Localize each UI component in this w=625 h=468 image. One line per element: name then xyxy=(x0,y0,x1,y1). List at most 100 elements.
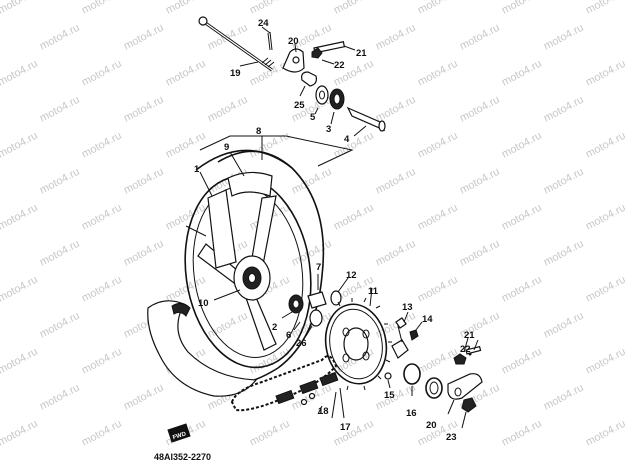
callout-26: 26 xyxy=(296,338,307,349)
watermark-text: moto4.ru xyxy=(80,346,124,377)
drive-chain xyxy=(230,355,338,412)
watermark-text: moto4.ru xyxy=(164,130,208,161)
watermark-text: moto4.ru xyxy=(164,0,208,17)
watermark-text: moto4.ru xyxy=(458,238,502,269)
collar xyxy=(301,71,317,87)
watermark-text: moto4.ru xyxy=(542,382,586,413)
watermark-text: moto4.ru xyxy=(458,22,502,53)
adjust-nut-right xyxy=(453,353,467,365)
callout-5: 5 xyxy=(310,112,316,123)
cotter-pin xyxy=(267,31,273,51)
callout-9: 9 xyxy=(224,142,229,153)
watermark-text: moto4.ru xyxy=(80,0,124,17)
watermark-text: moto4.ru xyxy=(80,58,124,89)
rim-band xyxy=(207,189,237,269)
callout-4: 4 xyxy=(344,134,350,145)
watermark-text: moto4.ru xyxy=(122,94,166,125)
watermark-text: moto4.ru xyxy=(458,166,502,197)
watermark-text: moto4.ru xyxy=(416,202,460,233)
watermark-text: moto4.ru xyxy=(38,94,82,125)
watermark-text: moto4.ru xyxy=(290,166,334,197)
watermark-text: moto4.ru xyxy=(332,418,376,449)
watermark-text: moto4.ru xyxy=(122,166,166,197)
watermark-text: moto4.ru xyxy=(38,166,82,197)
watermark-text: moto4.ru xyxy=(374,166,418,197)
axle-nut xyxy=(461,397,477,413)
callout-labels: 1 2 3 4 5 6 7 8 9 10 11 12 13 14 15 16 1… xyxy=(194,18,475,443)
watermark-text: moto4.ru xyxy=(206,94,250,125)
watermark-text: moto4.ru xyxy=(248,130,292,161)
watermark-text: moto4.ru xyxy=(500,58,544,89)
watermark-text: moto4.ru xyxy=(500,0,544,17)
watermark-text: moto4.ru xyxy=(542,238,586,269)
callout-6: 6 xyxy=(286,330,291,341)
watermark-text: moto4.ru xyxy=(584,0,625,17)
watermark-text: moto4.ru xyxy=(0,0,40,17)
diagram-reference-code: 48AI352-2270 xyxy=(154,452,211,462)
watermark-text: moto4.ru xyxy=(416,130,460,161)
bearing-26 xyxy=(309,309,323,327)
callout-7: 7 xyxy=(316,262,321,273)
callout-3: 3 xyxy=(326,124,331,135)
inner-tube xyxy=(227,171,273,197)
axle-head xyxy=(198,16,208,26)
callout-21: 21 xyxy=(356,48,367,59)
callout-22: 22 xyxy=(334,60,345,71)
fwd-arrow: FWD xyxy=(167,423,191,443)
watermark-text: moto4.ru xyxy=(0,58,40,89)
callout-24: 24 xyxy=(258,18,269,29)
watermark-text: moto4.ru xyxy=(374,94,418,125)
callout-15: 15 xyxy=(384,390,395,401)
watermark-text: moto4.ru xyxy=(332,202,376,233)
watermark-text: moto4.ru xyxy=(584,202,625,233)
callout-2: 2 xyxy=(272,322,277,333)
watermark-text: moto4.ru xyxy=(500,202,544,233)
rear-sprocket xyxy=(324,303,388,385)
watermark-text: moto4.ru xyxy=(0,346,40,377)
watermark-text: moto4.ru xyxy=(122,382,166,413)
sprocket-bolt xyxy=(395,317,407,329)
callout-22b: 22 xyxy=(460,344,471,355)
watermark-text: moto4.ru xyxy=(164,58,208,89)
watermark-text: moto4.ru xyxy=(500,346,544,377)
watermark-text: moto4.ru xyxy=(122,22,166,53)
watermark-text: moto4.ru xyxy=(542,94,586,125)
watermark-text: moto4.ru xyxy=(416,274,460,305)
watermark-text: moto4.ru xyxy=(80,130,124,161)
watermark-text: moto4.ru xyxy=(584,274,625,305)
watermark-text: moto4.ru xyxy=(584,418,625,449)
watermark-text: moto4.ru xyxy=(416,346,460,377)
watermark-text: moto4.ru xyxy=(38,310,82,341)
axle-assembly xyxy=(198,16,386,137)
watermark-text: moto4.ru xyxy=(0,130,40,161)
watermark-text: moto4.ru xyxy=(206,310,250,341)
watermark-text: moto4.ru xyxy=(374,22,418,53)
oil-seal xyxy=(315,85,329,105)
callout-25: 25 xyxy=(294,100,305,111)
master-link xyxy=(275,371,339,406)
watermark-text: moto4.ru xyxy=(38,382,82,413)
watermark-text: moto4.ru xyxy=(0,274,40,305)
callout-19: 19 xyxy=(230,68,241,79)
watermark-text: moto4.ru xyxy=(122,238,166,269)
callout-17: 17 xyxy=(340,422,351,433)
callout-10: 10 xyxy=(198,298,209,309)
watermark-text: moto4.ru xyxy=(332,0,376,17)
watermark-text: moto4.ru xyxy=(248,0,292,17)
watermark-text: moto4.ru xyxy=(500,418,544,449)
callout-12: 12 xyxy=(346,270,357,281)
callout-18: 18 xyxy=(318,406,329,417)
right-chain-puller xyxy=(447,337,483,429)
lock-washer xyxy=(391,339,409,359)
watermark-text: moto4.ru xyxy=(500,130,544,161)
hub-right-parts xyxy=(281,274,349,337)
watermark-text: moto4.ru xyxy=(38,22,82,53)
watermark-text: moto4.ru xyxy=(416,58,460,89)
watermark-text: moto4.ru xyxy=(0,418,40,449)
collar-lower xyxy=(307,291,327,309)
watermark-text: moto4.ru xyxy=(416,0,460,17)
wheel-assembly xyxy=(147,135,354,397)
callout-20: 20 xyxy=(288,36,299,47)
watermark-text: moto4.ru xyxy=(248,418,292,449)
